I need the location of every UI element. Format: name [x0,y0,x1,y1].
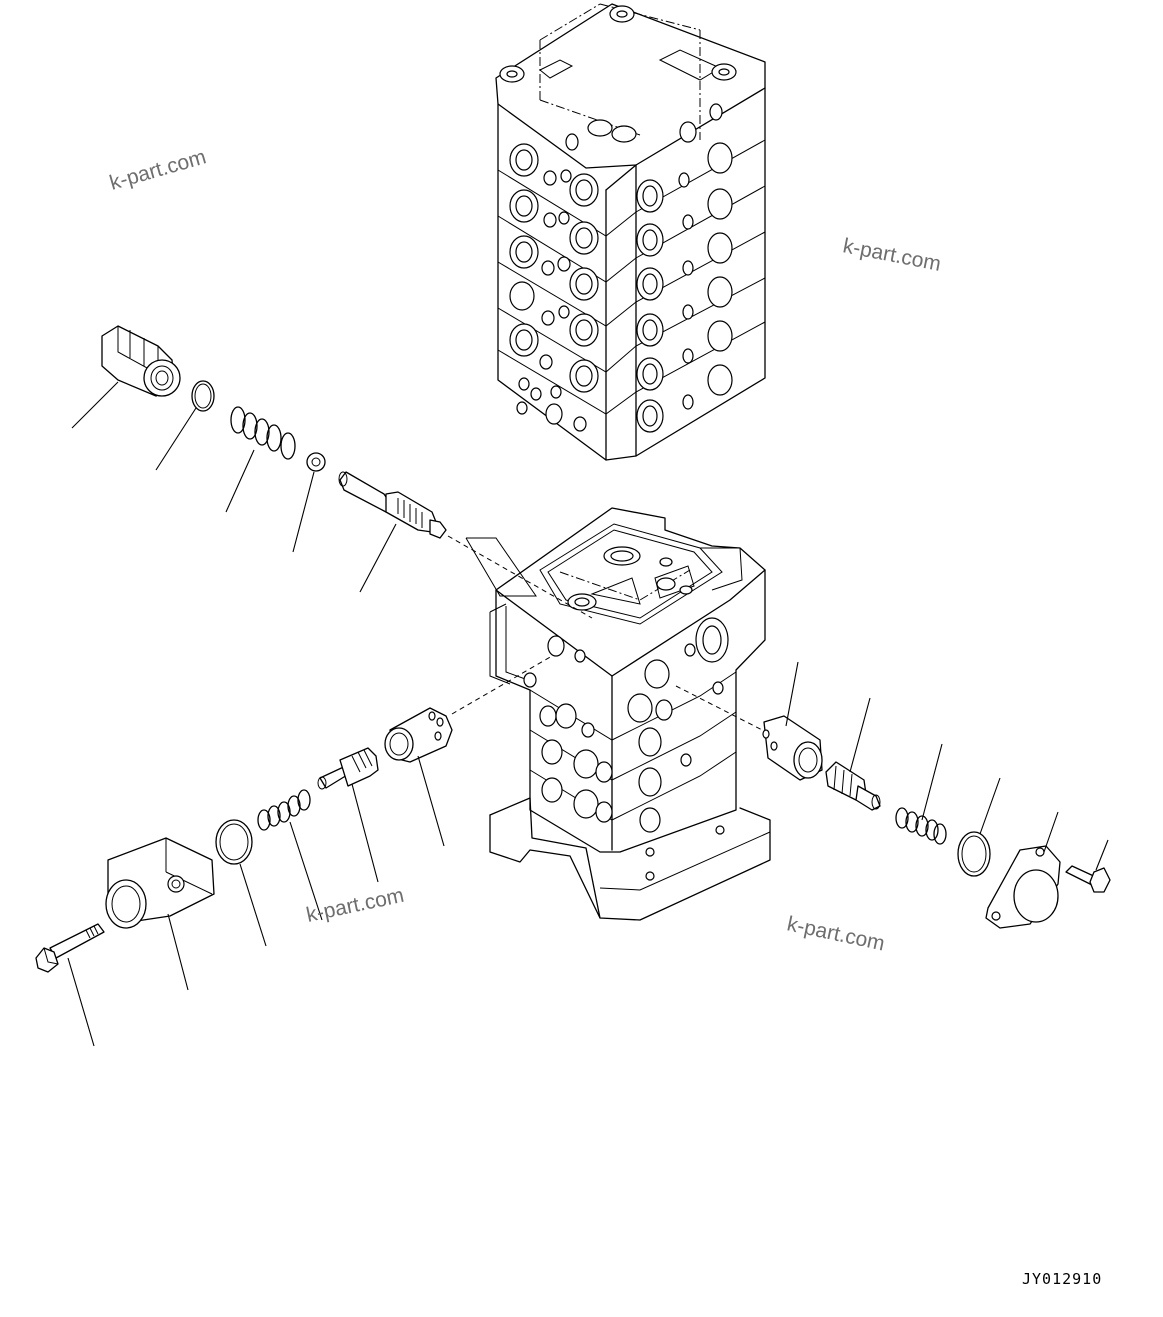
upper-stack-left-ports [509,143,599,432]
o-ring-right [957,831,991,877]
sleeve-right [762,715,823,781]
bolt-right [1065,865,1111,893]
lower-valve-body [489,507,771,921]
spool-right [825,761,881,811]
spring-lower-left [257,789,311,831]
drawing-code: JY012910 [1022,1270,1102,1288]
assembly-axes [447,535,771,735]
upper-stack-right-ports [636,142,733,433]
plug-part [101,325,181,397]
spool-left [317,747,379,790]
spring-upper [230,406,296,460]
cover-left [105,837,215,929]
lower-body-top-face [539,523,743,625]
watermark-text-4: k-part.com [785,912,887,955]
sleeve-left [384,707,453,763]
watermark-text-3: k-part.com [304,884,406,927]
valve-poppet-upper [338,471,447,539]
o-ring-lower-left [215,819,253,865]
cover-right [985,845,1061,929]
upper-valve-stack [495,3,766,461]
bolt-left [35,923,105,973]
leader-lines [67,381,1109,1047]
watermark-text-2: k-part.com [841,234,943,276]
watermark-text-1: k-part.com [107,145,209,194]
washer-upper [306,452,326,472]
o-ring-upper [191,380,215,412]
spring-right [895,807,947,845]
